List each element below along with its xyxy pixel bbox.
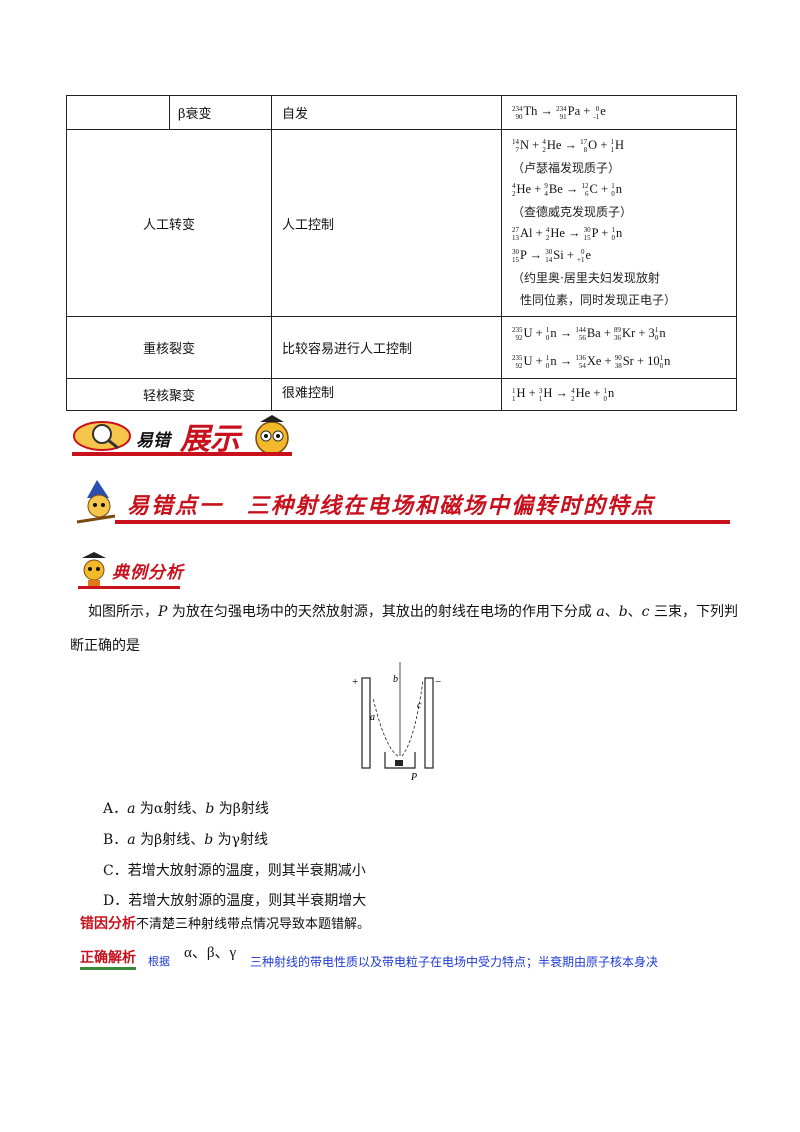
fusion-control-cell: 很难控制 (271, 378, 502, 411)
scholar-mascot-icon (82, 552, 106, 586)
error-analysis: 错因分析不清楚三种射线带点情况导致本题错解。 (80, 913, 370, 933)
beta-type-label: β衰变 (178, 107, 212, 122)
owl-mascot-icon (255, 415, 289, 455)
positive-plate-label: + (352, 676, 358, 688)
banner-underline (78, 586, 180, 589)
mistakes-showcase-banner: 易错 展示 (72, 412, 297, 458)
solution-gen-text: 根据 (148, 955, 170, 968)
wizard-mascot-icon (76, 480, 116, 524)
radiation-deflection-figure: + − a b c P (352, 662, 441, 780)
solution-greek-letters: α、β、γ (184, 945, 237, 961)
source-container (384, 752, 416, 769)
question-text-line2: 断正确的是 (70, 638, 140, 654)
note-text: （约里奥·居里夫妇发现放射 (512, 271, 660, 285)
ray-c-label: c (417, 700, 422, 711)
mistake-point-one-banner: 易错点一 三种射线在电场和磁场中偏转时的特点 (75, 478, 735, 528)
fission-type-cell: 重核裂变 (66, 316, 272, 379)
ray-c (401, 679, 424, 757)
magnifier-icon (73, 421, 131, 451)
ray-a (372, 697, 399, 757)
note-text: （查德威克发现质子） (512, 205, 633, 219)
fission-control-cell: 比较容易进行人工控制 (271, 316, 502, 379)
beta-control-cell: 自发 (271, 95, 502, 130)
negative-plate (424, 677, 434, 769)
beta-type-cell: β衰变 (66, 95, 272, 130)
question-text: 如图所示，P 为放在匀强电场中的天然放射源，其放出的射线在电场的作用下分成 a、… (88, 604, 738, 620)
example-analysis-banner: 典例分析 (78, 550, 188, 592)
solution-text: 三种射线的带电性质以及带电粒子在电场中受力特点；半衰期由原子核本身决 (250, 955, 659, 969)
radioactive-source (395, 760, 403, 766)
ray-a-label: a (370, 712, 375, 723)
option-a[interactable]: A．a 为α射线、b 为β射线 (103, 801, 269, 817)
subsection-title: 典例分析 (112, 563, 184, 583)
note-text: 性同位素，同时发现正电子） (520, 293, 677, 307)
banner-big-text: 展示 (180, 422, 240, 457)
option-b[interactable]: B．a 为β射线、b 为γ射线 (103, 832, 268, 848)
banner-underline (115, 520, 730, 524)
section-title: 易错点一 三种射线在电场和磁场中偏转时的特点 (127, 493, 656, 519)
error-analysis-text: 不清楚三种射线带点情况导致本题错解。 (136, 917, 371, 932)
positive-plate (361, 677, 371, 769)
correct-solution: 正确解析 根据 α、β、γ 三种射线的带电性质以及带电粒子在电场中受力特点；半衰… (80, 943, 740, 973)
artificial-control-cell: 人工控制 (271, 129, 502, 317)
option-c[interactable]: C．若增大放射源的温度，则其半衰期减小 (103, 863, 366, 879)
fusion-type-cell: 轻核聚变 (66, 378, 272, 411)
banner-small-text: 易错 (136, 431, 170, 451)
banner-underline (72, 452, 292, 456)
ray-b-label: b (393, 674, 398, 685)
correct-solution-label: 正确解析 (80, 947, 136, 970)
artificial-type-cell: 人工转变 (66, 129, 272, 317)
error-analysis-label: 错因分析 (80, 916, 136, 932)
note-text: （卢瑟福发现质子） (512, 161, 621, 175)
source-label: P (410, 772, 417, 780)
option-d[interactable]: D．若增大放射源的温度，则其半衰期增大 (103, 893, 367, 909)
negative-plate-label: − (435, 676, 441, 688)
